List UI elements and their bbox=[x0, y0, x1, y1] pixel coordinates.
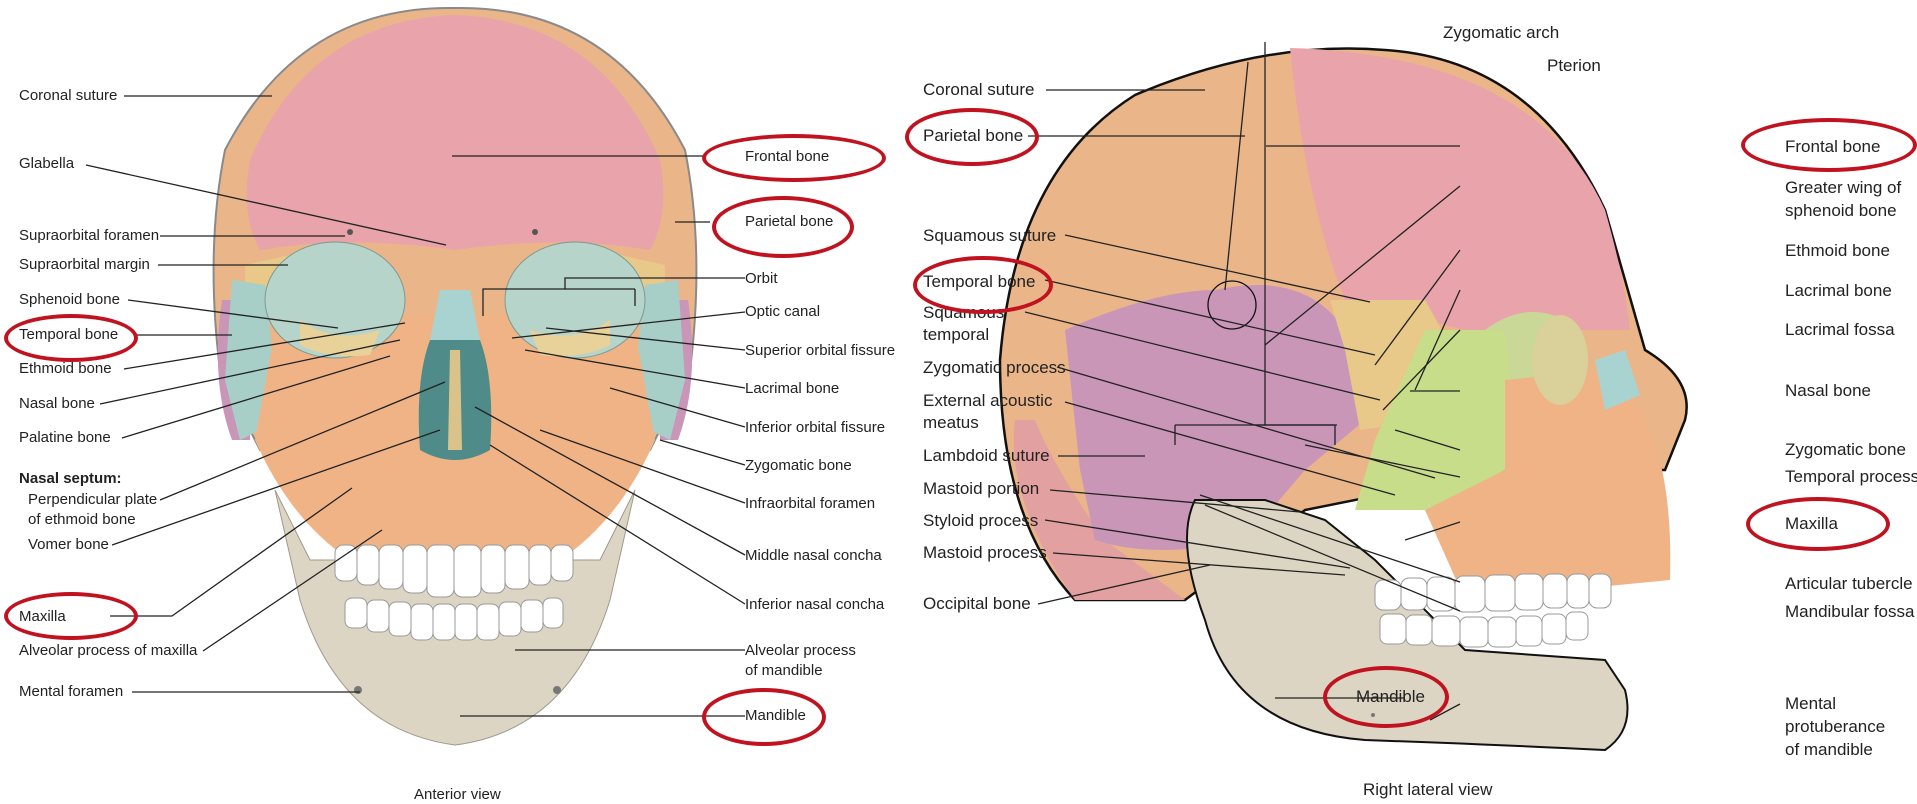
label-zygomatic-bone: Zygomatic bone bbox=[745, 456, 852, 475]
label-lambdoid-suture: Lambdoid suture bbox=[923, 445, 1050, 467]
anterior-view-caption: Anterior view bbox=[414, 786, 501, 803]
label-mastoid-portion: Mastoid portion bbox=[923, 478, 1039, 500]
highlight-ring-mandible bbox=[702, 688, 826, 746]
lateral-teeth-upper bbox=[1375, 574, 1611, 612]
label-mental-protuberance-line2: protuberance bbox=[1785, 716, 1885, 738]
highlight-ring-maxilla bbox=[4, 592, 138, 640]
label-lacrimal-bone: Lacrimal bone bbox=[745, 379, 839, 398]
label-alveolar-process-mandible-line2: of mandible bbox=[745, 661, 823, 680]
label-lat-zygomatic-bone: Zygomatic bone bbox=[1785, 439, 1906, 461]
anterior-view-panel: Coronal suture Glabella Supraorbital for… bbox=[0, 0, 905, 804]
label-inferior-orbital-fissure: Inferior orbital fissure bbox=[745, 418, 885, 437]
highlight-ring-temporal-bone bbox=[4, 314, 138, 362]
label-lacrimal-fossa: Lacrimal fossa bbox=[1785, 319, 1895, 341]
label-nasal-septum-heading: Nasal septum: bbox=[19, 469, 122, 488]
label-zygomatic-arch: Zygomatic arch bbox=[1443, 22, 1559, 44]
label-zygomatic-process: Zygomatic process bbox=[923, 357, 1066, 379]
label-supraorbital-foramen: Supraorbital foramen bbox=[19, 226, 159, 245]
label-perpendicular-plate-line2: of ethmoid bone bbox=[28, 510, 136, 529]
highlight-ring-lat-mandible bbox=[1323, 666, 1449, 728]
lateral-view-panel: Zygomatic arch Pterion Coronal suture Pa… bbox=[905, 0, 1917, 804]
label-superior-orbital-fissure: Superior orbital fissure bbox=[745, 341, 895, 360]
highlight-ring-lat-parietal-bone bbox=[905, 108, 1039, 166]
label-coronal-suture: Coronal suture bbox=[19, 86, 117, 105]
label-mental-protuberance-line1: Mental bbox=[1785, 693, 1836, 715]
label-occipital-bone: Occipital bone bbox=[923, 593, 1031, 615]
lateral-frontal-bone-shape bbox=[1290, 48, 1630, 330]
label-lat-nasal-bone: Nasal bone bbox=[1785, 380, 1871, 402]
label-alveolar-process-maxilla: Alveolar process of maxilla bbox=[19, 641, 197, 660]
label-sphenoid-bone: Sphenoid bone bbox=[19, 290, 120, 309]
lateral-view-caption: Right lateral view bbox=[1363, 780, 1492, 800]
label-palatine-bone: Palatine bone bbox=[19, 428, 111, 447]
highlight-ring-frontal-bone bbox=[702, 134, 886, 182]
label-nasal-bone: Nasal bone bbox=[19, 394, 95, 413]
label-lat-ethmoid-bone: Ethmoid bone bbox=[1785, 240, 1890, 262]
label-articular-tubercle: Articular tubercle bbox=[1785, 573, 1913, 595]
label-alveolar-process-mandible-line1: Alveolar process bbox=[745, 641, 856, 660]
label-orbit: Orbit bbox=[745, 269, 778, 288]
label-vomer-bone: Vomer bone bbox=[28, 535, 109, 554]
label-external-acoustic-line2: meatus bbox=[923, 412, 979, 434]
lateral-teeth-lower bbox=[1380, 612, 1588, 647]
label-squamous-suture: Squamous suture bbox=[923, 225, 1056, 247]
label-external-acoustic-line1: External acoustic bbox=[923, 390, 1052, 412]
label-mandibular-fossa: Mandibular fossa bbox=[1785, 601, 1914, 623]
highlight-ring-lat-maxilla bbox=[1746, 497, 1890, 551]
label-infraorbital-foramen: Infraorbital foramen bbox=[745, 494, 875, 513]
label-glabella: Glabella bbox=[19, 154, 74, 173]
label-inferior-nasal-concha: Inferior nasal concha bbox=[745, 595, 884, 614]
label-lat-coronal-suture: Coronal suture bbox=[923, 79, 1035, 101]
highlight-ring-lat-frontal-bone bbox=[1741, 118, 1917, 172]
label-perpendicular-plate-line1: Perpendicular plate bbox=[28, 490, 157, 509]
anterior-skull-illustration bbox=[0, 0, 905, 804]
highlight-ring-parietal-bone bbox=[712, 196, 854, 258]
label-pterion: Pterion bbox=[1547, 55, 1601, 77]
label-greater-wing-line2: sphenoid bone bbox=[1785, 200, 1897, 222]
label-mental-protuberance-line3: of mandible bbox=[1785, 739, 1873, 761]
label-styloid-process: Styloid process bbox=[923, 510, 1038, 532]
label-optic-canal: Optic canal bbox=[745, 302, 820, 321]
highlight-ring-lat-temporal-bone bbox=[913, 256, 1053, 314]
label-squamous-temporal-line2: temporal bbox=[923, 324, 989, 346]
label-mental-foramen: Mental foramen bbox=[19, 682, 123, 701]
label-middle-nasal-concha: Middle nasal concha bbox=[745, 546, 882, 565]
label-temporal-process: Temporal process bbox=[1785, 466, 1917, 488]
label-lat-lacrimal-bone: Lacrimal bone bbox=[1785, 280, 1892, 302]
label-greater-wing-line1: Greater wing of bbox=[1785, 177, 1901, 199]
label-mastoid-process: Mastoid process bbox=[923, 542, 1047, 564]
label-supraorbital-margin: Supraorbital margin bbox=[19, 255, 150, 274]
